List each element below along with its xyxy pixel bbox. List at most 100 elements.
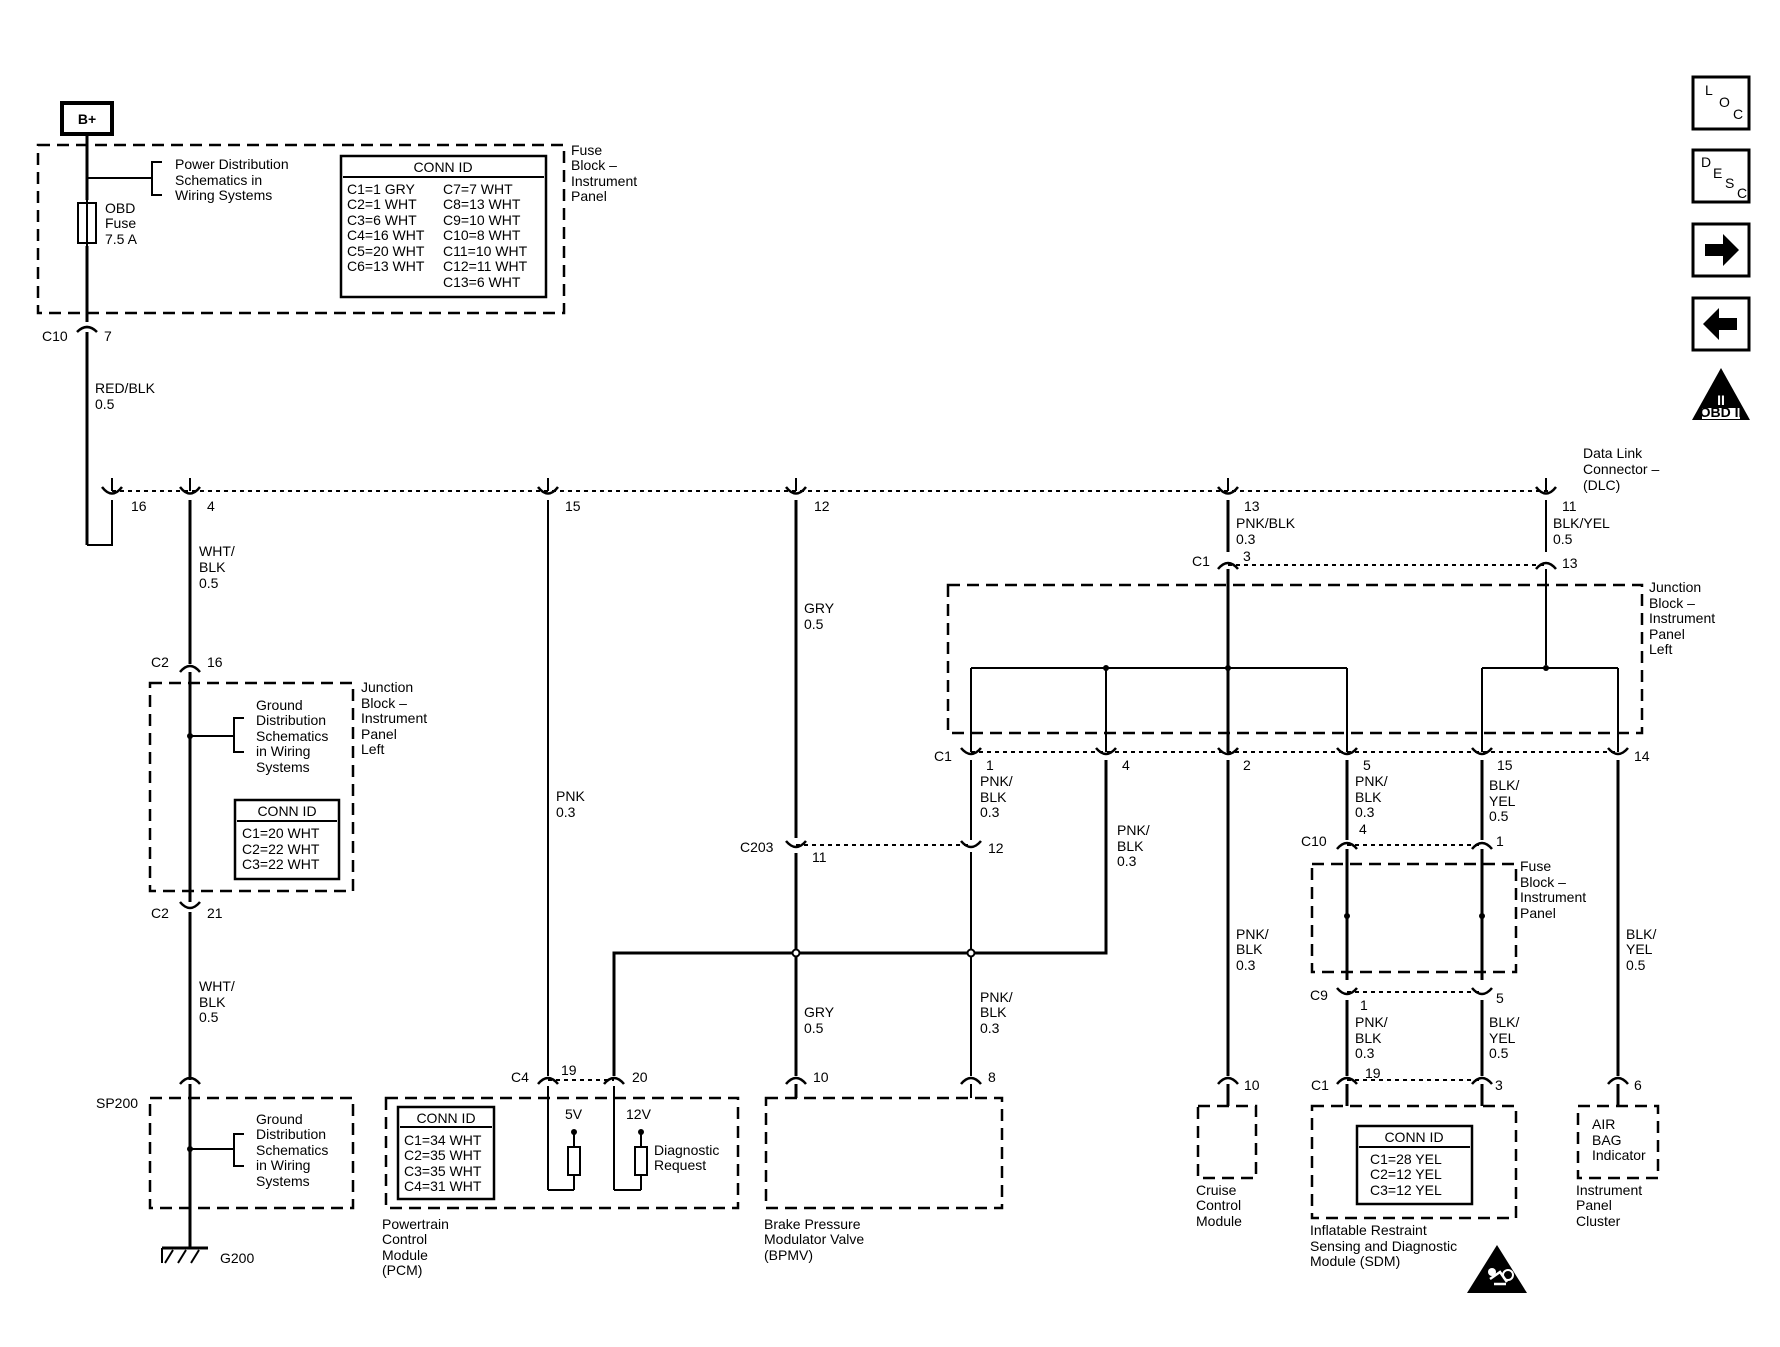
svg-text:CONN ID: CONN ID — [416, 1110, 475, 1126]
c203-label: C203 — [740, 839, 774, 855]
bpmv-pin-10: 10 — [813, 1069, 829, 1085]
jb-right-c1-top: C1 — [1192, 553, 1210, 569]
jb-right-pin-1: 1 — [986, 757, 994, 773]
description-button[interactable]: D E S C — [1691, 148, 1751, 204]
dlc-pin-15: 15 — [565, 498, 581, 514]
c10-label: C10 — [42, 328, 68, 344]
left-arrow-icon — [1703, 308, 1737, 340]
jb-right-pin-3: 3 — [1243, 548, 1251, 564]
battery-terminal: B+ — [60, 101, 114, 136]
jb-left-c2-top: C2 — [151, 654, 169, 670]
jb-right-pin-2: 2 — [1243, 757, 1251, 773]
back-arrow-button[interactable] — [1691, 296, 1751, 352]
svg-text:CONN ID: CONN ID — [257, 803, 316, 819]
dlc-pin-4: 4 — [207, 498, 215, 514]
svg-text:CONN ID: CONN ID — [413, 159, 472, 175]
loc-letter-c: C — [1733, 106, 1743, 122]
fb2-c10-label: C10 — [1301, 833, 1327, 849]
obd-ii-icon: II OBD II — [1692, 368, 1750, 420]
jb-right-pin-4: 4 — [1122, 757, 1130, 773]
pcm-12v: 12V — [626, 1106, 652, 1122]
brake-pressure-modulator-valve — [764, 1096, 1004, 1210]
dlc-pin-16: 16 — [131, 498, 147, 514]
dlc-pin-11: 11 — [1562, 498, 1577, 514]
jb-right-c1-bot: C1 — [934, 748, 952, 764]
ground-label: G200 — [220, 1250, 254, 1266]
forward-arrow-button[interactable] — [1691, 222, 1751, 278]
bpmv-pin-8: 8 — [988, 1069, 996, 1085]
ipc-pin-6: 6 — [1634, 1077, 1642, 1093]
desc-letter-d: D — [1701, 154, 1711, 170]
fb2-c9-pin-1: 1 — [1360, 997, 1368, 1013]
dlc-pin-12: 12 — [814, 498, 830, 514]
jb-right-pin-13: 13 — [1562, 555, 1578, 571]
fb2-pin-1: 1 — [1496, 833, 1504, 849]
pcm-5v: 5V — [565, 1106, 583, 1122]
jb-right-pin-5: 5 — [1363, 757, 1371, 773]
obd-roman: II — [1717, 392, 1725, 408]
sdm-c1-label: C1 — [1311, 1077, 1329, 1093]
c203-pin-11: 11 — [812, 849, 827, 865]
desc-letter-e: E — [1713, 165, 1722, 181]
pcm-pin-20: 20 — [632, 1069, 648, 1085]
loc-letter-o: O — [1719, 94, 1730, 110]
ground-g200-icon: G200 — [161, 1246, 254, 1266]
loc-letter-l: L — [1705, 82, 1713, 98]
fb2-c9-pin-5: 5 — [1496, 990, 1504, 1006]
splice-label: SP200 — [96, 1095, 138, 1111]
desc-letter-s: S — [1725, 175, 1734, 191]
c203-pin-12: 12 — [988, 840, 1004, 856]
dlc-pin-13: 13 — [1244, 498, 1260, 514]
desc-letter-c: C — [1737, 185, 1747, 201]
c10-pin-7: 7 — [104, 328, 112, 344]
airbag-warning-icon — [1467, 1245, 1527, 1293]
jb-left-pin-21: 21 — [207, 905, 223, 921]
jb-right-pin-14: 14 — [1634, 748, 1650, 764]
fb2-pin-4: 4 — [1359, 821, 1367, 837]
location-button[interactable]: L O C — [1691, 75, 1751, 131]
fb2-c9-label: C9 — [1310, 987, 1328, 1003]
svg-text:CONN ID: CONN ID — [1384, 1129, 1443, 1145]
right-arrow-icon — [1705, 234, 1739, 266]
